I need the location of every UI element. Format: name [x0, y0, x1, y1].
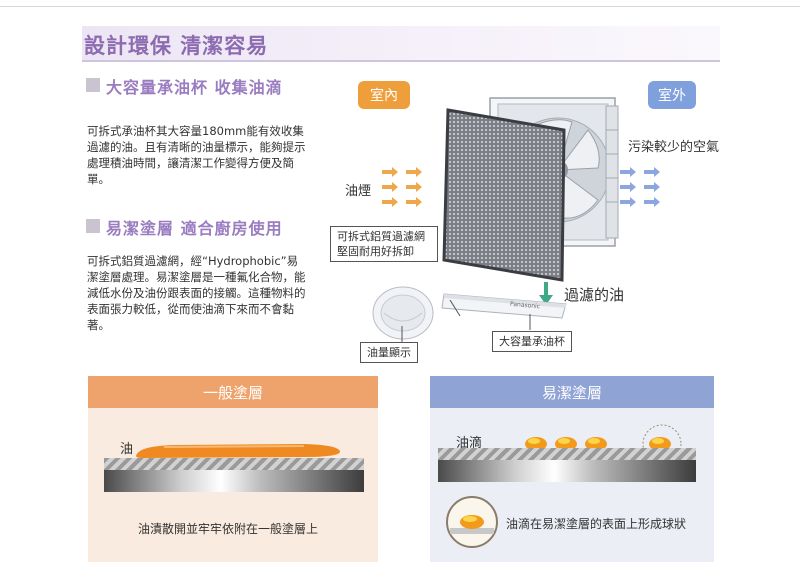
oil-level-label: 油量顯示	[360, 342, 418, 363]
outdoor-tag: 室外	[648, 81, 696, 109]
section-bullet-square	[86, 219, 100, 233]
less-polluted-air-label: 污染較少的空氣	[628, 140, 720, 155]
filter-label-line1: 可拆式鋁質過濾網	[337, 230, 425, 243]
easy-metal-surface	[438, 460, 696, 482]
normal-coating-title: 一般塗層	[88, 376, 378, 408]
filtered-oil-arrow	[539, 282, 553, 305]
section2-body: 可拆式鋁質過濾網，經“Hydrophobic”易潔塗層處理。易潔塗層是一種氟化合…	[87, 254, 306, 332]
filter-mesh-illustration	[442, 108, 566, 282]
normal-metal-surface	[104, 470, 364, 492]
main-title-bar	[82, 26, 720, 62]
filter-label-box: 可拆式鋁質過濾網 堅固耐用好拆卸	[330, 226, 438, 262]
oil-level-indicator-illustration	[372, 286, 434, 340]
easy-coating-layer	[438, 448, 696, 460]
easy-coating-title: 易潔塗層	[430, 376, 714, 408]
oil-smear-illustration	[136, 444, 340, 458]
normal-coating-caption: 油漬散開並牢牢依附在一般塗層上	[138, 522, 319, 536]
easy-coating-caption: 油滴在易潔塗層的表面上形成球狀	[506, 517, 687, 531]
oil-cup-label: 大容量承油杯	[492, 331, 572, 352]
clean-air-arrows	[620, 167, 660, 207]
section1-body: 可拆式承油杯其大容量180mm能有效收集過濾的油。且有清晰的油量標示，能夠提示處…	[87, 124, 306, 186]
filter-label-line2: 堅固耐用好拆卸	[337, 245, 414, 258]
normal-coating-layer	[104, 458, 364, 470]
section2-title: 易潔塗層 適合廚房使用	[106, 219, 283, 238]
oil-smoke-label: 油煙	[345, 184, 372, 199]
section-bullet-square	[86, 78, 100, 92]
page-title: 設計環保 清潔容易	[84, 34, 269, 58]
oil-droplets-illustration	[525, 424, 682, 464]
section1-title: 大容量承油杯 收集油滴	[106, 78, 283, 97]
oil-cup-illustration	[441, 293, 567, 319]
normal-oil-label: 油	[120, 442, 134, 457]
leader-lines	[401, 300, 531, 342]
oil-smoke-arrows	[382, 167, 422, 207]
filtered-oil-label: 過濾的油	[564, 286, 625, 304]
indoor-tag: 室內	[358, 81, 410, 109]
droplet-zoom-icon	[446, 496, 498, 548]
top-divider	[0, 6, 800, 7]
droplet-label: 油滴	[456, 436, 483, 451]
